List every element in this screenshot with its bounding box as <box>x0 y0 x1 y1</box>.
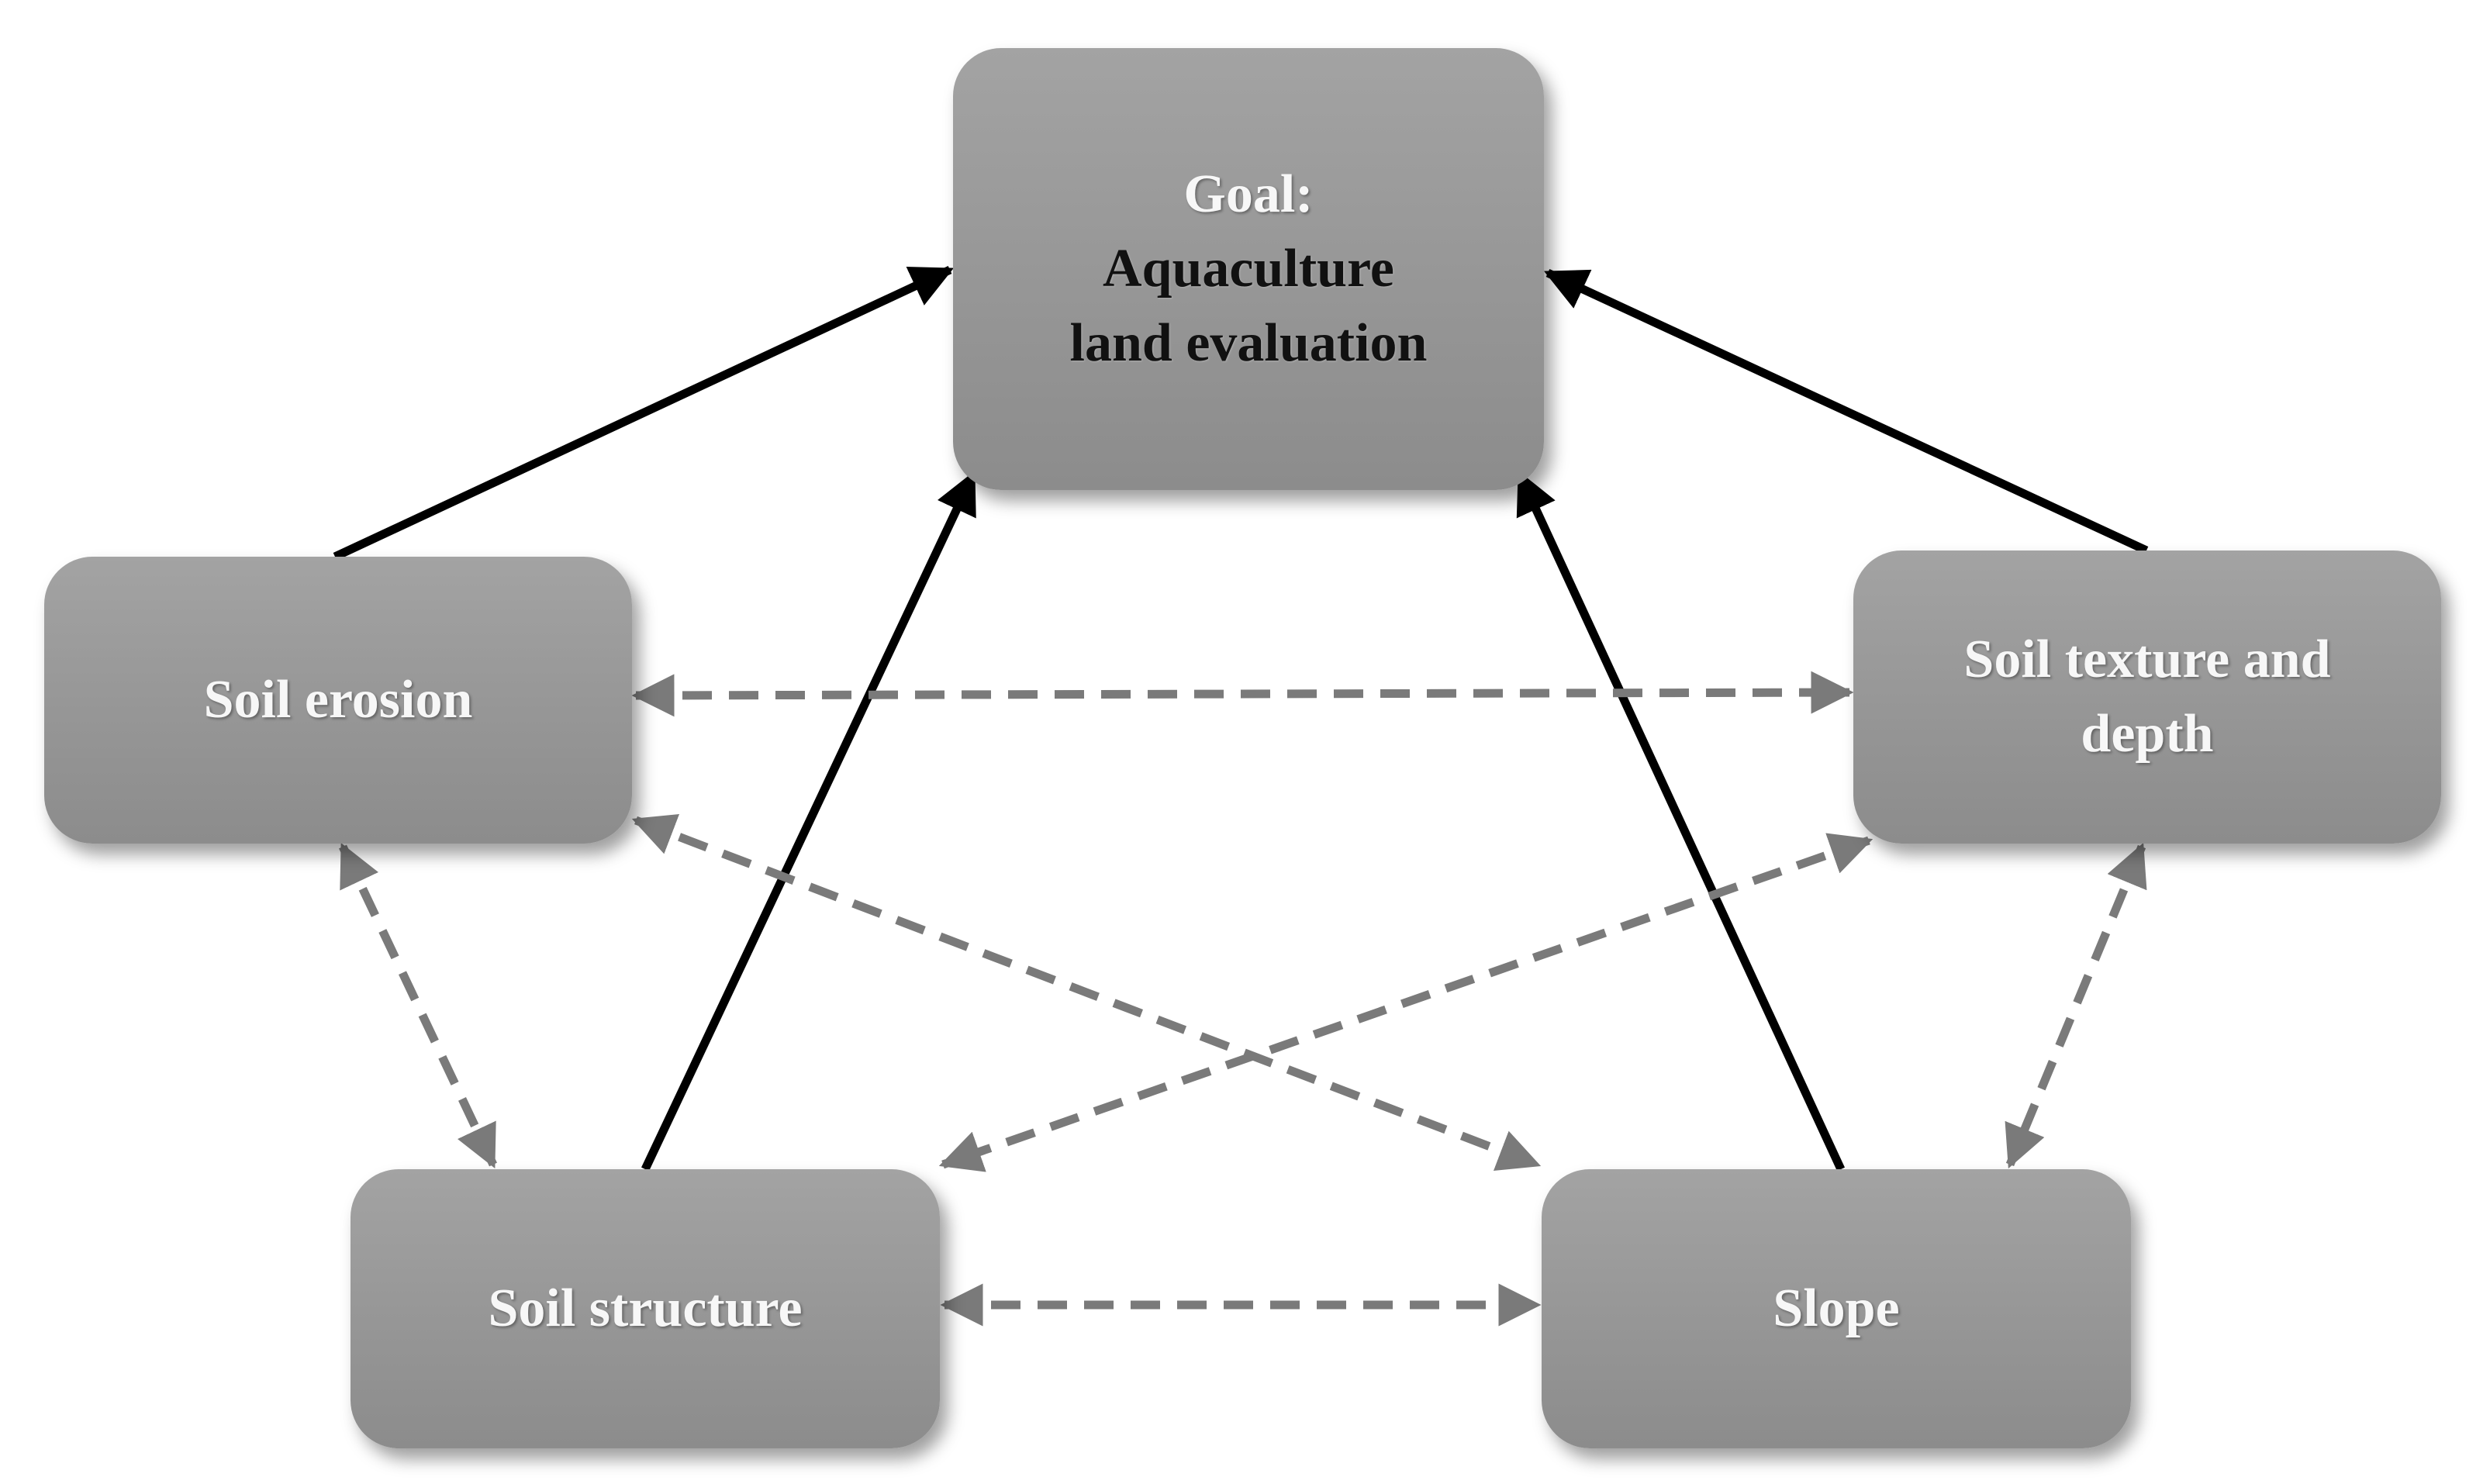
goal-label-line1: Aquaculture <box>1103 239 1394 299</box>
soil-erosion-node: Soil erosion <box>44 557 632 844</box>
edge-erosion-slope <box>631 813 1542 1172</box>
goal-label-line2: land evaluation <box>1069 313 1428 373</box>
goal-node: Goal: Aquaculture land evaluation <box>953 48 1544 490</box>
soil-texture-label-line2: depth <box>2081 704 2214 764</box>
soil-erosion-label: Soil erosion <box>203 670 473 730</box>
slope-label: Slope <box>1773 1279 1900 1338</box>
edge-erosion-structure <box>339 843 497 1168</box>
soil-structure-label: Soil structure <box>488 1279 803 1338</box>
edge-erosion-to-goal <box>333 266 954 561</box>
soil-structure-node: Soil structure <box>351 1169 940 1448</box>
edge-structure-to-goal <box>641 471 977 1172</box>
slope-node: Slope <box>1542 1169 2131 1448</box>
edge-slope-to-goal <box>1516 471 1845 1172</box>
edge-texture-structure <box>938 833 1873 1172</box>
soil-texture-label-line1: Soil texture and <box>1963 630 2331 689</box>
soil-texture-node: Soil texture and depth <box>1853 550 2441 844</box>
edge-erosion-texture <box>631 671 1854 717</box>
edge-texture-to-goal <box>1544 269 2149 554</box>
edge-texture-slope <box>2005 842 2147 1169</box>
goal-title: Goal: <box>1183 164 1314 224</box>
